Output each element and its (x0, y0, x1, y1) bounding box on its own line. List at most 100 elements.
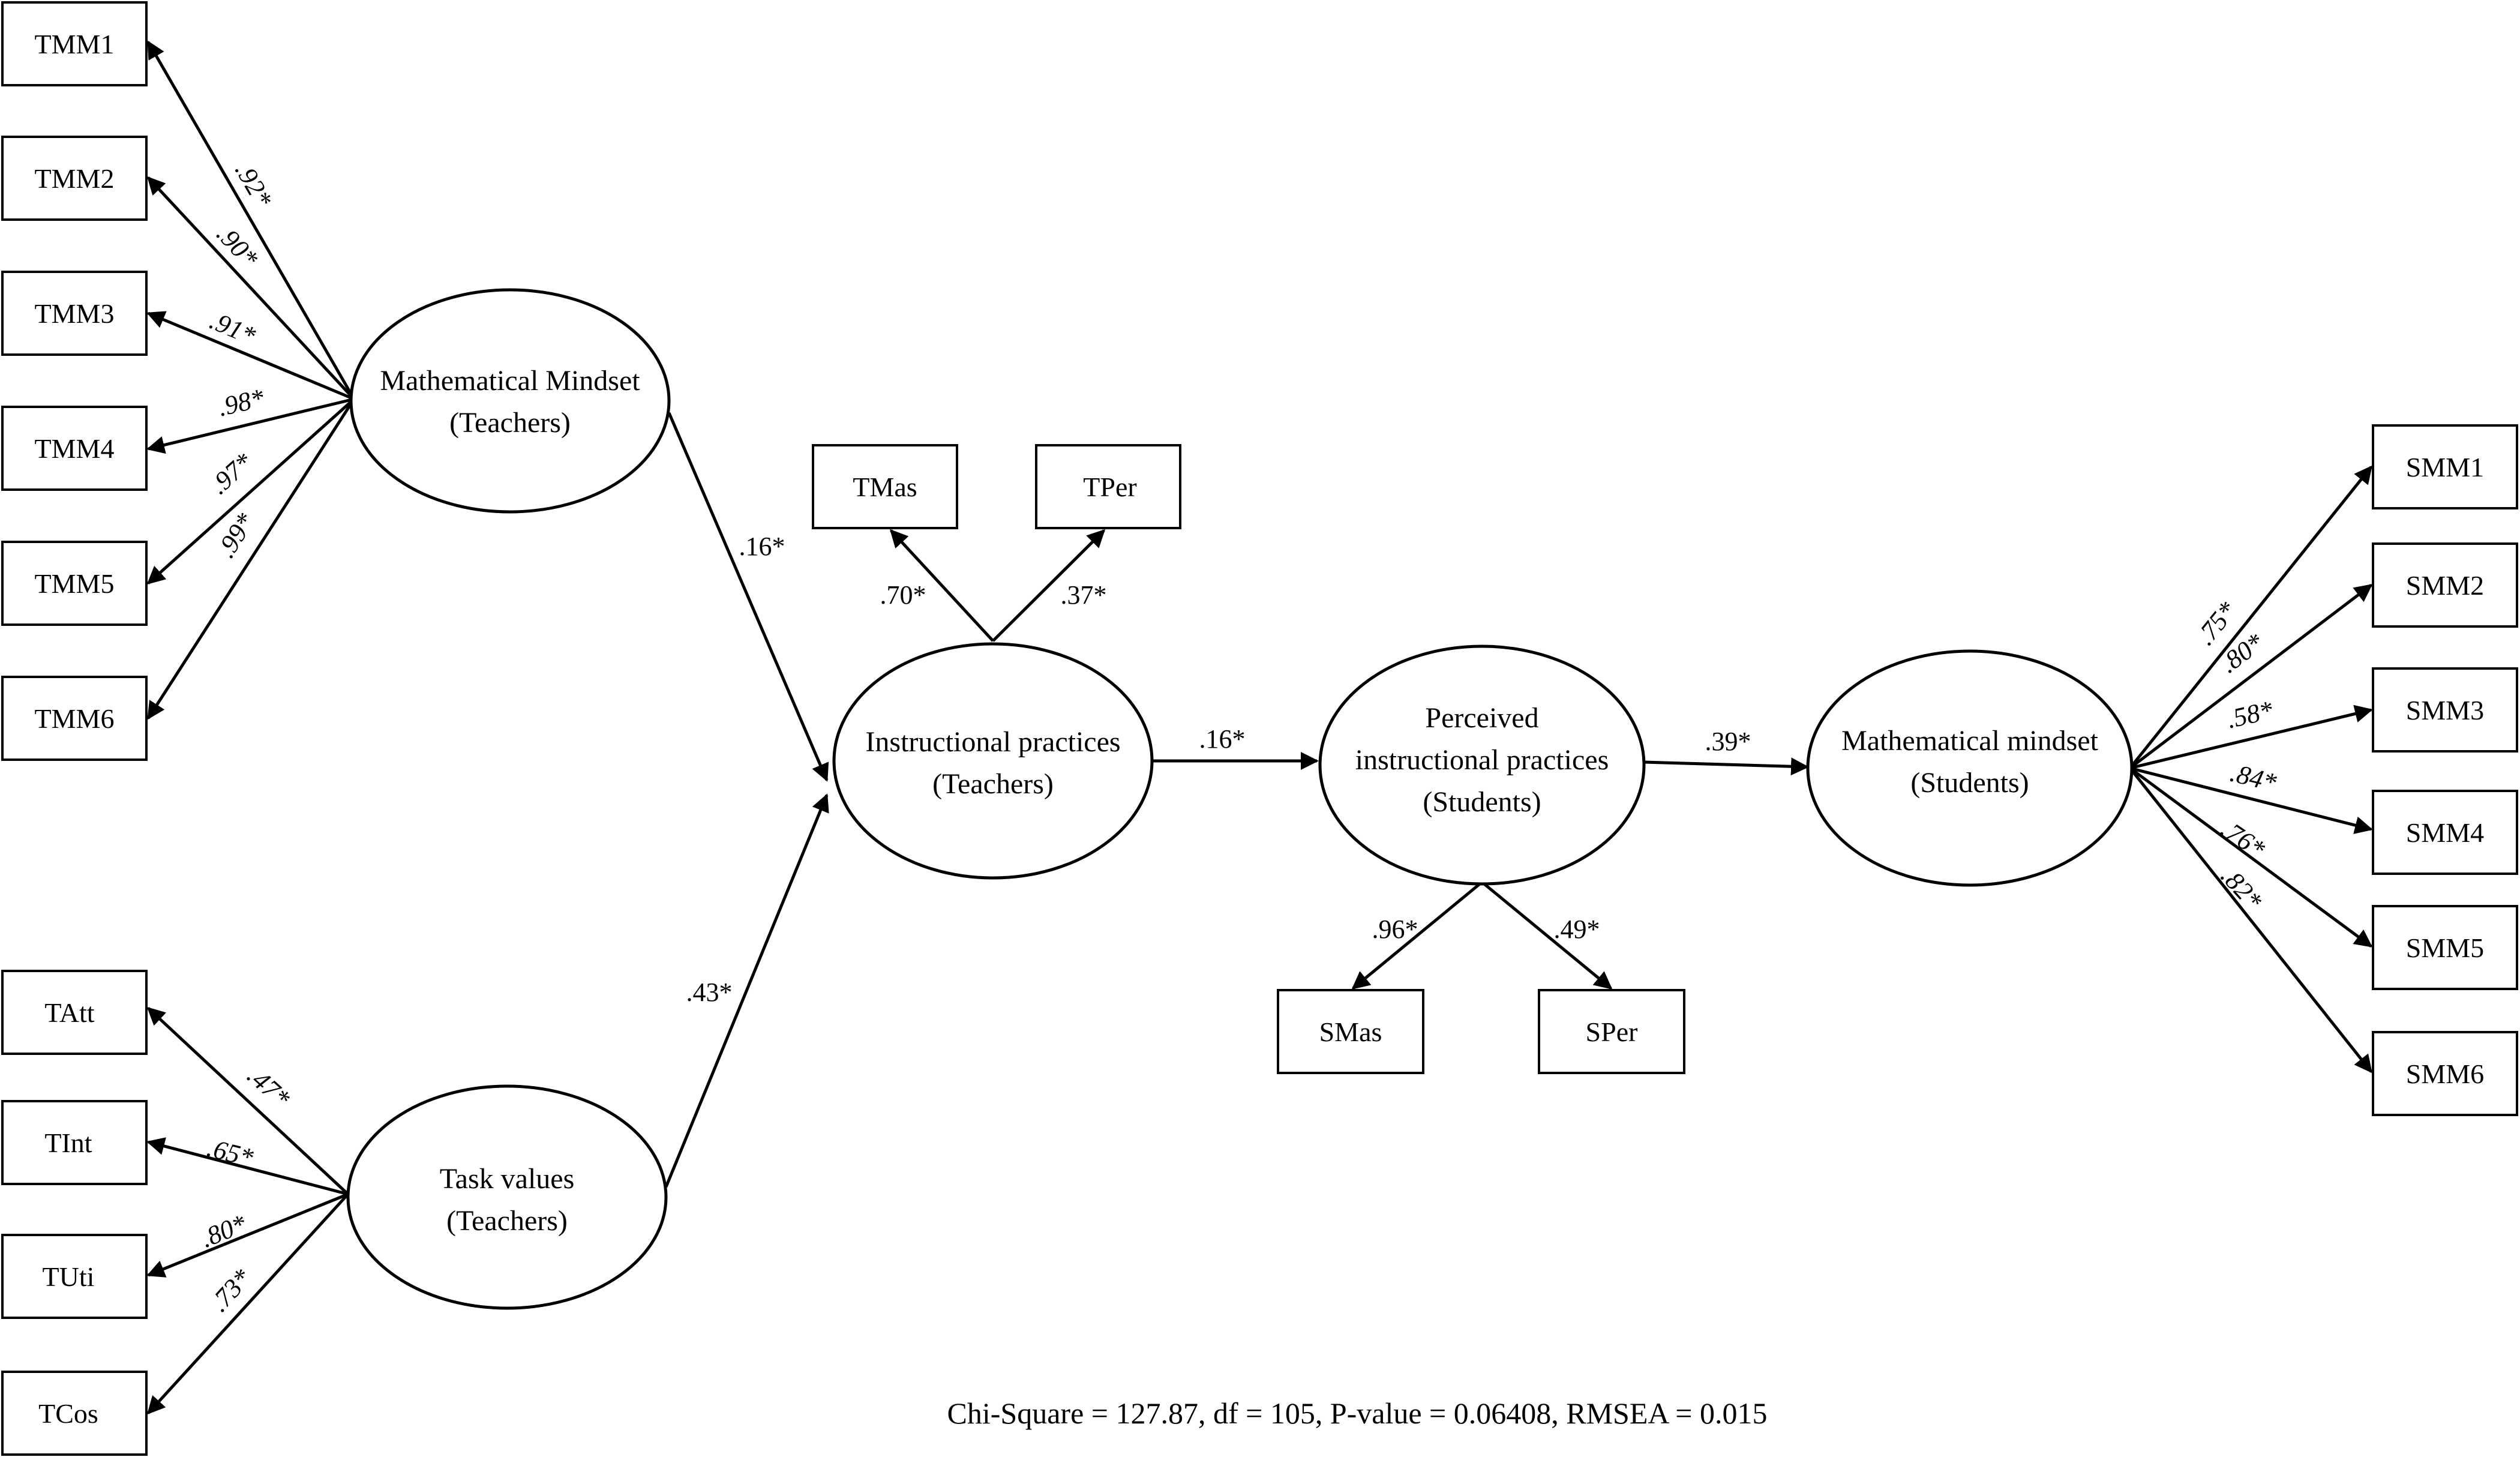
arrow-tmm4 (146, 397, 355, 454)
indicator-sper: SPer (1538, 989, 1685, 1074)
arrow-tuti (146, 1192, 349, 1278)
latent-label-line1: Task values (440, 1163, 575, 1195)
indicator-label: TCos (38, 1398, 98, 1429)
indicator-label: SPer (1586, 1017, 1638, 1047)
coefficients-structural: .16* .43* .16* .39* (686, 532, 1751, 1007)
arrow-smm3 (2129, 704, 2373, 770)
indicator-label: TMM1 (35, 29, 115, 59)
indicator-label: TMas (853, 472, 917, 502)
indicator-label: SMM4 (2406, 817, 2484, 848)
arrow-tper (992, 529, 1106, 642)
indicator-label: SMM1 (2406, 452, 2484, 482)
indicator-smm6: SMM6 (2372, 1031, 2518, 1116)
loading-arrows-instructional (889, 529, 1106, 642)
latent-label-line1: Instructional practices (865, 726, 1120, 758)
indicator-label: TMM6 (35, 703, 115, 734)
indicator-tper: TPer (1035, 444, 1181, 529)
indicator-tmm6: TMM6 (1, 676, 148, 761)
indicator-label: SMM2 (2406, 570, 2484, 601)
indicator-smm1: SMM1 (2372, 424, 2518, 509)
latent-label-line2: (Teachers) (449, 407, 571, 439)
coef-practices-to-perceived: .16* (1199, 724, 1246, 754)
latent-label-line1: Mathematical Mindset (380, 365, 640, 397)
indicator-tatt: TAtt (1, 970, 148, 1055)
coef-tatt: .47* (242, 1060, 296, 1113)
latent-math-mindset-teachers: Mathematical Mindset (Teachers) (349, 288, 671, 514)
coef-taskvalues-to-practices: .43* (686, 978, 733, 1007)
latent-instructional-practices-teachers: Instructional practices (Teachers) (832, 642, 1154, 880)
coefficients-practices: .70* .37* .96* .49* (880, 580, 1600, 944)
arrow-smas (1351, 881, 1483, 990)
arrow-tmm2 (146, 176, 355, 400)
latent-math-mindset-students: Mathematical mindset (Students) (1806, 649, 2134, 887)
indicator-label: TPer (1083, 472, 1136, 502)
path-perceived-to-student-mindset (1643, 757, 1809, 776)
coef-smas: .96* (1372, 915, 1418, 944)
indicator-label: TMM5 (35, 568, 115, 599)
arrow-smm5 (2129, 766, 2373, 948)
loading-arrows-tmm (146, 40, 356, 720)
indicator-tmas: TMas (812, 444, 958, 529)
indicator-tint: TInt (1, 1100, 148, 1185)
latent-label-line3: (Students) (1423, 786, 1541, 818)
arrow-tmas (889, 529, 994, 642)
indicator-label: SMas (1319, 1017, 1382, 1047)
coef-smm3: .58* (2224, 695, 2276, 734)
indicator-smm3: SMM3 (2372, 667, 2518, 753)
indicator-smas: SMas (1277, 989, 1424, 1074)
arrow-smm1 (2129, 465, 2372, 769)
latent-label-line2: (Teachers) (446, 1205, 568, 1237)
coef-tmas: .70* (880, 580, 926, 610)
indicator-tmm5: TMM5 (1, 541, 148, 626)
latent-label-line1: Perceived (1425, 702, 1538, 734)
fit-statistics: Chi-Square = 127.87, df = 105, P-value =… (947, 1396, 1768, 1430)
coef-tper: .37* (1061, 580, 1107, 610)
coef-tint: .65* (204, 1133, 256, 1173)
arrow-tmm1 (146, 40, 356, 400)
indicator-tmm1: TMM1 (1, 1, 148, 86)
indicator-tcos: TCos (1, 1371, 148, 1456)
coef-perceived-to-student-mindset: .39* (1705, 727, 1751, 756)
arrow-tmm3 (146, 311, 355, 401)
latent-perceived-practices-students: Perceived instructional practices (Stude… (1318, 644, 1646, 886)
indicator-label: TAtt (44, 997, 94, 1028)
structural-paths (664, 412, 1809, 1188)
coef-mindset-to-practices: .16* (739, 532, 785, 561)
indicator-label: TInt (44, 1128, 92, 1158)
coef-smm5: .76* (2215, 814, 2270, 864)
latent-task-values-teachers: Task values (Teachers) (346, 1084, 668, 1310)
indicator-smm5: SMM5 (2372, 905, 2518, 990)
loading-arrows-task-values (146, 1006, 349, 1415)
coef-smm6: .82* (2215, 861, 2268, 915)
arrow-tmm6 (146, 398, 356, 720)
coef-tmm4: .98* (215, 383, 267, 422)
indicator-tmm3: TMM3 (1, 271, 148, 356)
indicator-label: SMM3 (2406, 695, 2484, 725)
indicator-label: SMM6 (2406, 1059, 2484, 1089)
indicator-label: TMM3 (35, 298, 115, 329)
indicator-label: TUti (43, 1261, 95, 1292)
indicator-smm4: SMM4 (2372, 790, 2518, 875)
coef-tuti: .80* (197, 1209, 251, 1253)
coef-sper: .49* (1554, 915, 1600, 944)
latent-label-line1: Mathematical mindset (1841, 725, 2099, 757)
latent-label-line2: (Students) (1910, 767, 2029, 799)
arrow-tmm5 (146, 398, 355, 585)
path-taskvalues-to-practices (664, 793, 829, 1188)
path-mindset-to-practices (667, 412, 829, 782)
indicator-label: TMM4 (35, 433, 115, 464)
arrow-sper (1481, 881, 1613, 990)
arrow-tatt (146, 1006, 349, 1195)
coef-tcos: .73* (204, 1263, 257, 1317)
latent-label-line2: (Teachers) (932, 768, 1054, 800)
indicator-label: SMM5 (2406, 933, 2484, 963)
loading-arrows-perceived (1351, 881, 1613, 990)
indicator-smm2: SMM2 (2372, 542, 2518, 628)
coef-tmm3: .91* (206, 305, 260, 350)
arrow-smm4 (2129, 766, 2373, 834)
indicator-tmm2: TMM2 (1, 136, 148, 221)
coef-tmm1: .92* (229, 157, 278, 212)
arrow-tint (146, 1137, 349, 1196)
arrow-smm6 (2129, 767, 2372, 1074)
